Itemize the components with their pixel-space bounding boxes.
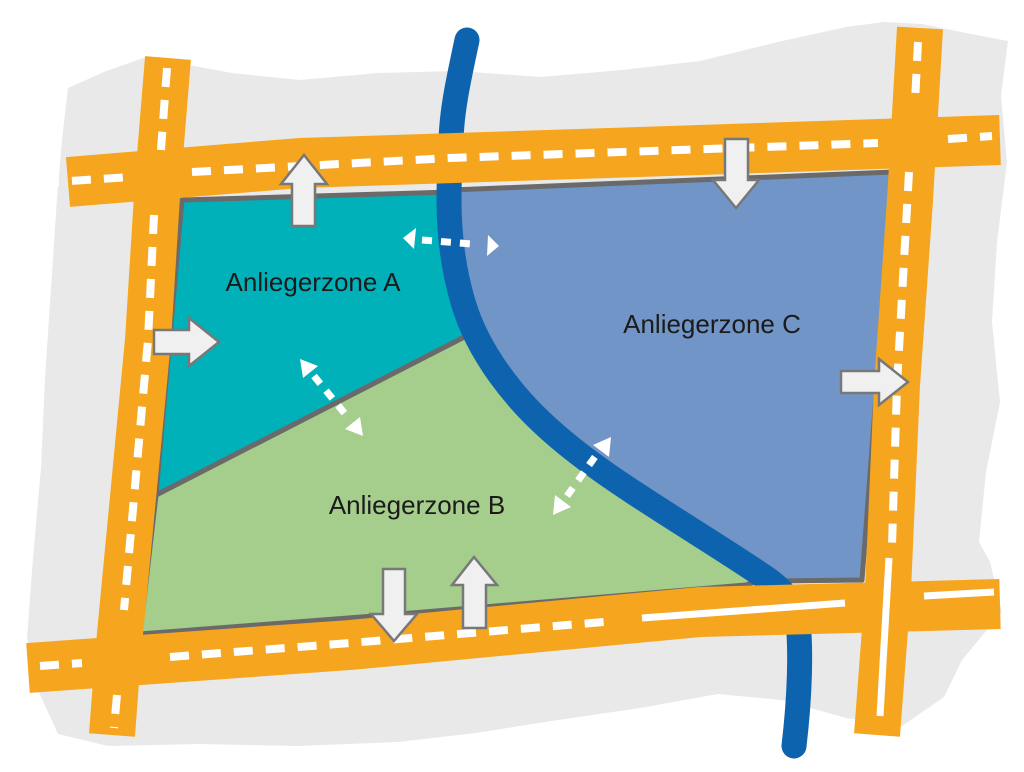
crossing-arrow-b-c-icon [553, 437, 611, 515]
marking-east-solid [876, 557, 893, 717]
marking-north-west-stub [39, 173, 131, 187]
road-markings [39, 41, 995, 729]
marking-south-east-stub [923, 588, 995, 600]
crossing-arrow-b-c-line [564, 451, 600, 499]
zone-b-label: Anliegerzone B [329, 490, 505, 520]
marking-south-main [169, 617, 617, 661]
crossing-arrow-a-b-head-southeast [345, 417, 363, 436]
arrow-enter-zone-c-north-icon [710, 137, 762, 210]
crossing-arrow-a-b-icon [300, 359, 363, 436]
crossing-arrow-a-c-head-west [403, 228, 416, 249]
access-arrows [152, 137, 911, 643]
zone-labels: Anliegerzone A Anliegerzone B Anliegerzo… [226, 267, 801, 520]
arrow-exit-zone-b-south-icon [368, 567, 420, 643]
marking-west-main [120, 214, 158, 611]
arrow-exit-zone-c-east-icon [839, 356, 911, 408]
marking-east-main [888, 171, 913, 546]
marking-south-west-stub [39, 659, 83, 670]
crossing-arrows [300, 228, 611, 515]
marking-east-top [911, 41, 922, 103]
marking-west-top [157, 67, 171, 151]
crossing-arrow-a-c-line [421, 236, 473, 248]
arrow-exit-zone-a-north-icon [278, 152, 330, 228]
crossing-arrow-a-c-icon [403, 228, 499, 256]
zone-a-label: Anliegerzone A [226, 267, 402, 297]
crossing-arrow-b-c-head-southwest [553, 495, 571, 515]
zone-c-label: Anliegerzone C [623, 309, 801, 339]
arrow-enter-zone-a-west-icon [152, 315, 222, 369]
crossing-arrow-a-b-line [311, 373, 349, 418]
marking-north-east-stub [947, 132, 993, 143]
crossing-arrow-a-b-head-northwest [300, 359, 318, 378]
crossing-arrow-b-c-head-northeast [593, 437, 611, 457]
marking-south-solid [641, 599, 846, 622]
marking-west-bottom [110, 694, 121, 729]
marking-north-main [191, 139, 879, 176]
arrow-enter-zone-b-south-icon [449, 555, 500, 630]
crossing-arrow-a-c-head-east [487, 235, 499, 256]
